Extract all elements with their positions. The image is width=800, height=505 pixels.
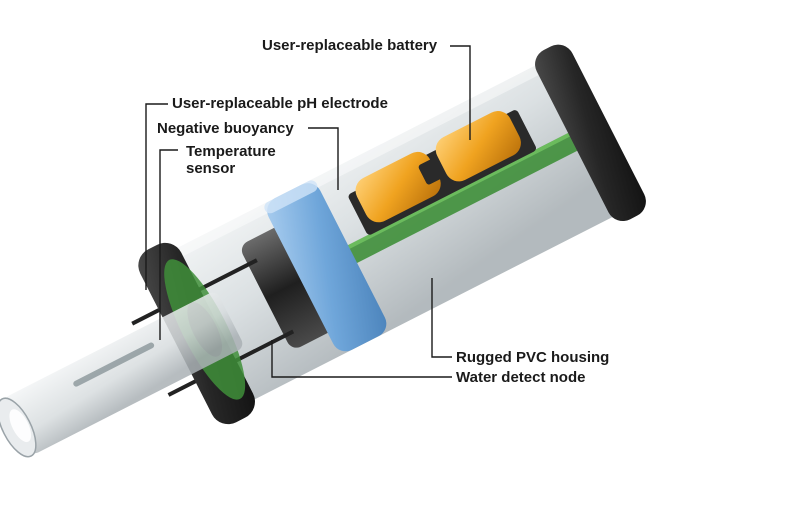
battery-cell <box>355 151 441 223</box>
battery-cell <box>435 111 521 182</box>
buoyancy-ring <box>267 183 387 352</box>
label-pvc-housing: Rugged PVC housing <box>456 349 610 366</box>
label-temperature-sensor: Temperature sensor <box>186 143 276 177</box>
ph-electrode-tube <box>0 292 243 458</box>
label-battery: User-replaceable battery <box>262 37 438 54</box>
label-negative-buoyancy: Negative buoyancy <box>157 120 294 137</box>
label-ph-electrode: User-replaceable pH electrode <box>172 95 388 112</box>
leader-line-water-detect <box>271 340 452 378</box>
leader-line-ph-electrode <box>145 103 168 290</box>
leader-line-negative-buoyancy <box>308 127 339 190</box>
leader-lines <box>145 45 471 378</box>
leader-line-temperature-sensor <box>159 149 178 340</box>
circuit-board <box>296 126 591 290</box>
leader-line-pvc-housing <box>431 278 452 358</box>
label-water-detect: Water detect node <box>456 369 586 386</box>
leader-line-battery <box>450 45 471 140</box>
far-end-cap <box>535 44 646 222</box>
weight-cylinder <box>241 222 343 348</box>
pvc-housing <box>131 44 646 425</box>
